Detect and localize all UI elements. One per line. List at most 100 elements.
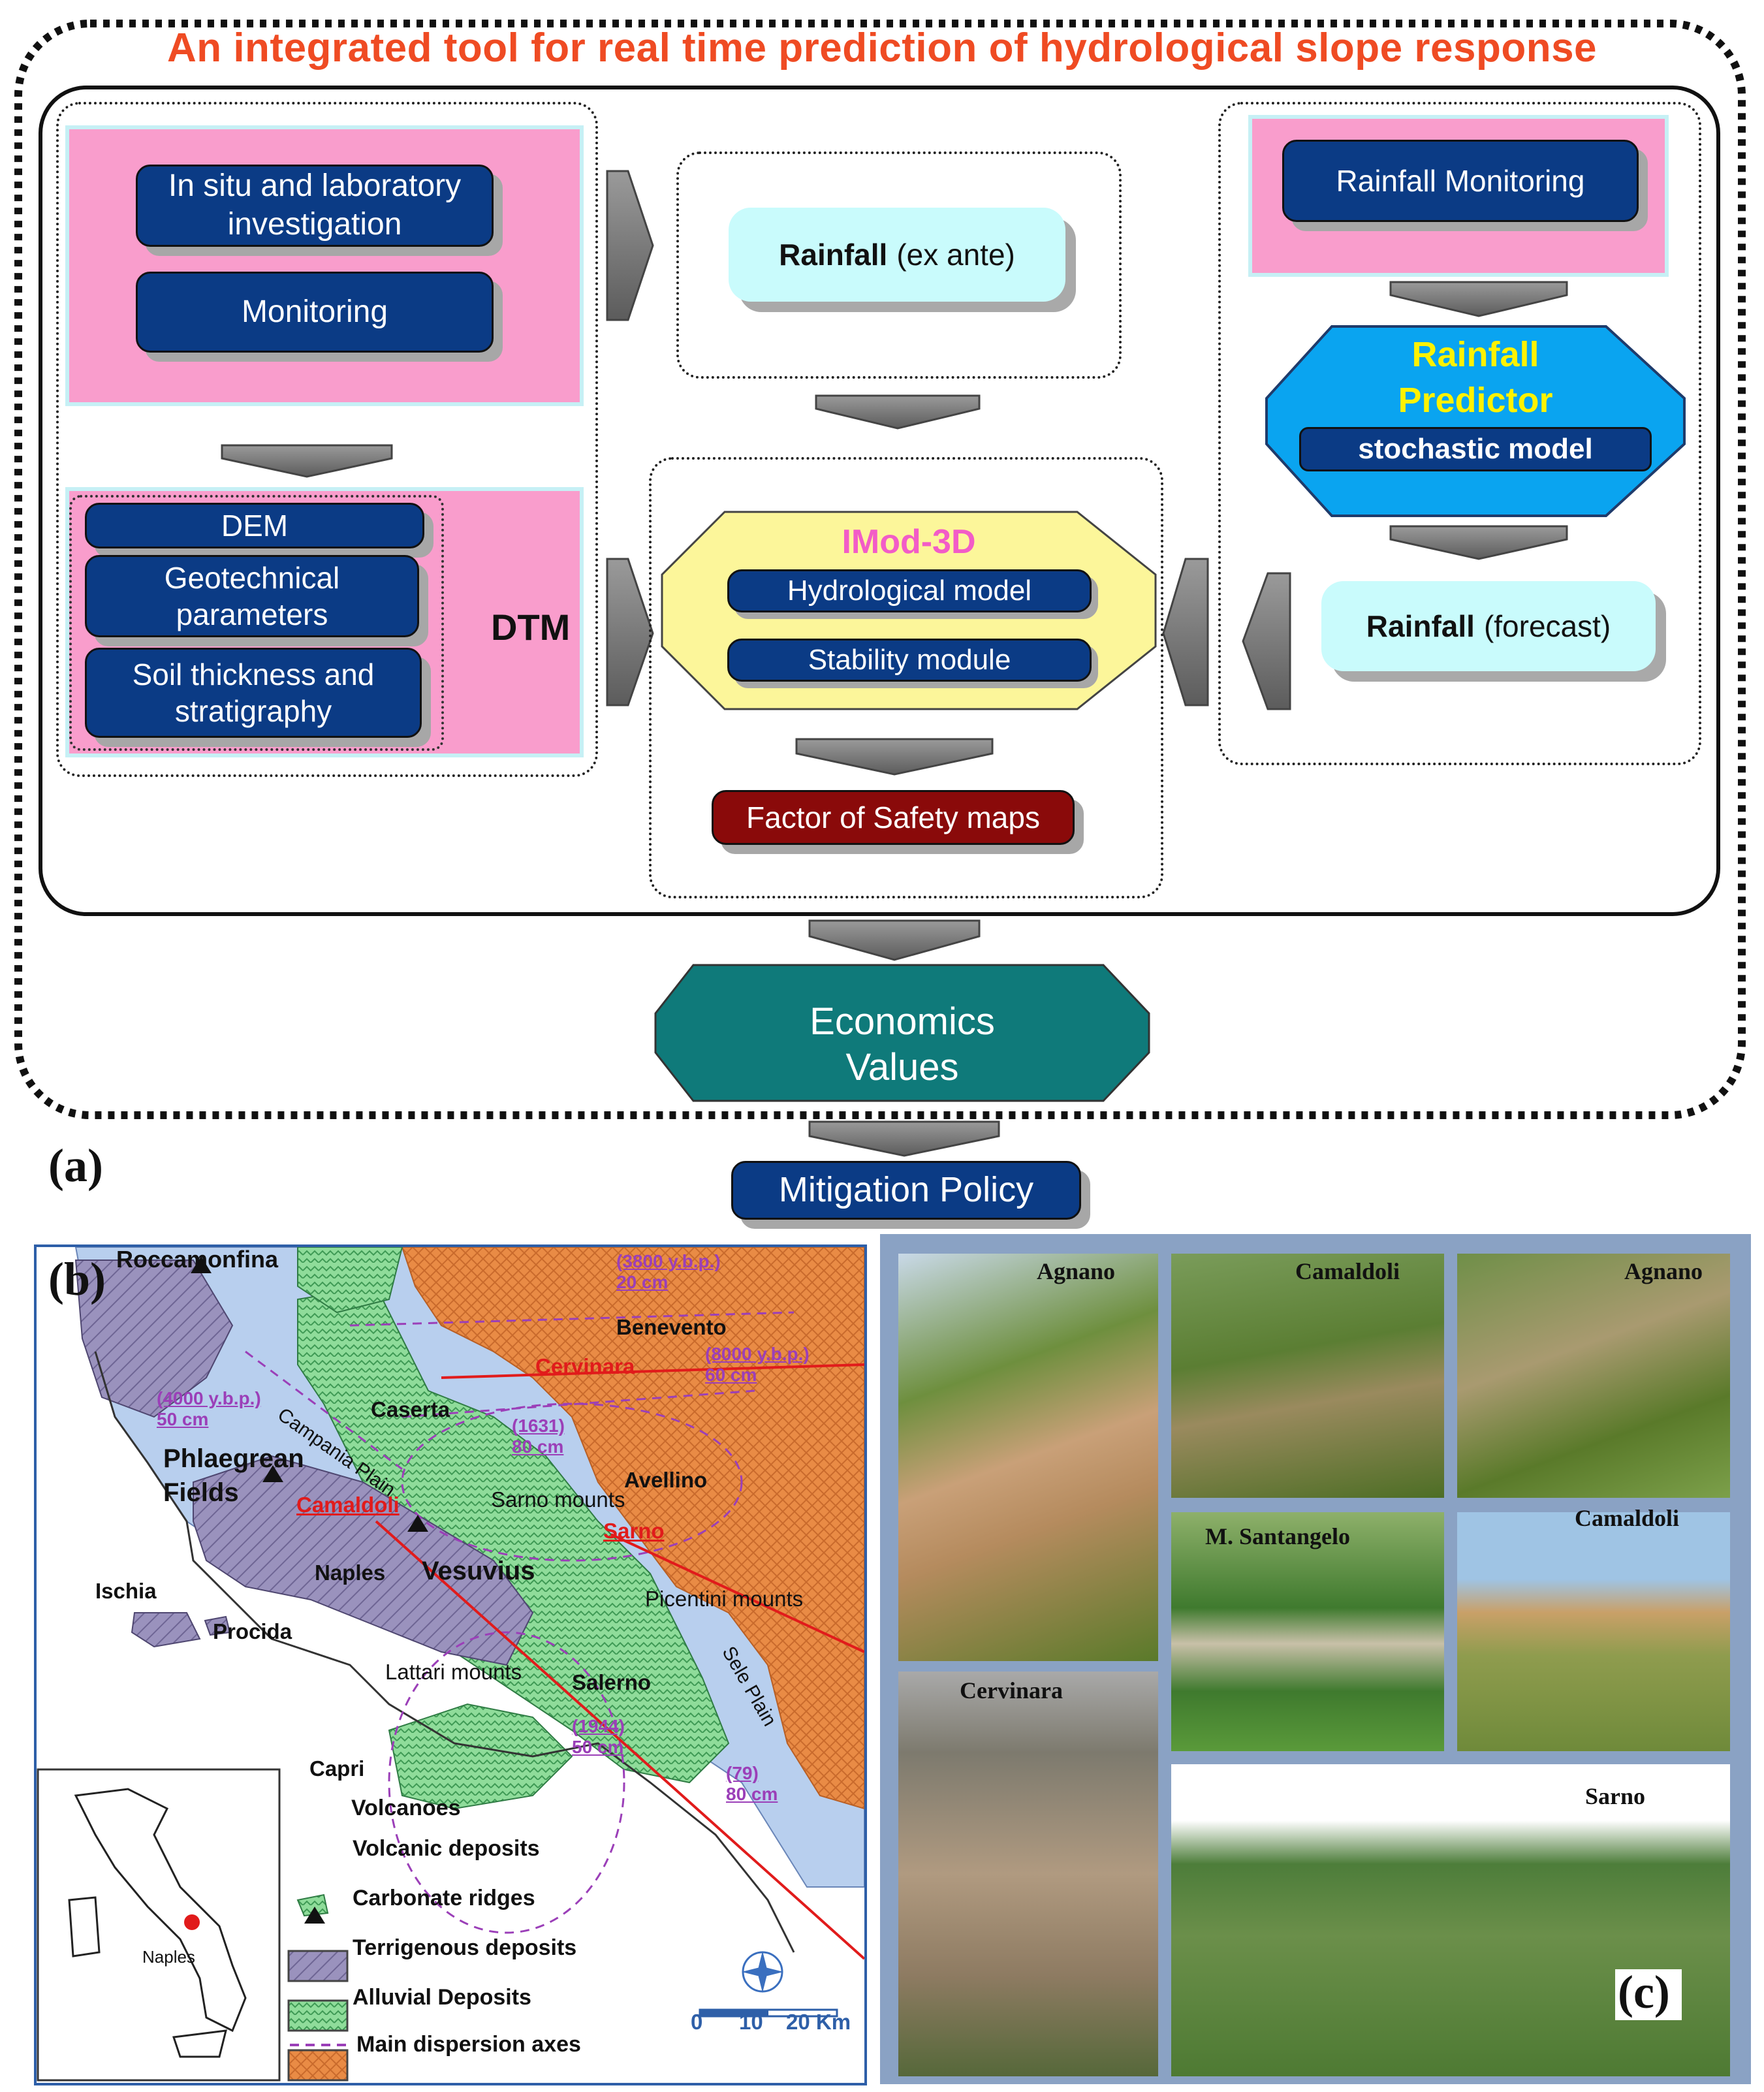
caption-agnano-1: Agnano bbox=[1037, 1258, 1116, 1284]
stability-module-box: Stability module bbox=[727, 639, 1092, 682]
photo-santangelo bbox=[1171, 1512, 1444, 1751]
dispersion-axis-1 bbox=[349, 1311, 795, 1327]
eruption-79-thickness: 80 cm bbox=[726, 1784, 778, 1804]
outer-dashed-frame bbox=[14, 20, 1746, 1119]
rainfall-exante-group bbox=[676, 151, 1122, 379]
arrow-left-forecast bbox=[1242, 572, 1291, 710]
imod-title: IMod-3D bbox=[842, 523, 976, 561]
naples-inset-marker bbox=[184, 1914, 200, 1930]
legend-carbonate-ridges: Carbonate ridges bbox=[353, 1886, 535, 1910]
eruption-1631-thickness: 80 cm bbox=[512, 1436, 564, 1457]
arrow-down-left bbox=[221, 444, 393, 478]
eruption-1631-year: (1631) bbox=[512, 1416, 565, 1436]
label-ischia: Ischia bbox=[95, 1579, 157, 1603]
label-roccamonfina: Roccamonfina bbox=[116, 1246, 279, 1273]
arrow-down-rainfall-monitoring bbox=[1389, 281, 1568, 317]
caption-cervinara: Cervinara bbox=[960, 1677, 1063, 1704]
label-sarno: Sarno bbox=[603, 1519, 665, 1543]
diagram-title: An integrated tool for real time predict… bbox=[166, 25, 1598, 71]
scale-tick-10: 10 bbox=[739, 2010, 763, 2034]
label-cervinara: Cervinara bbox=[535, 1354, 635, 1378]
label-fields: Fields bbox=[163, 1478, 239, 1507]
italy-outline bbox=[74, 1788, 247, 2033]
eruption-4000-thickness: 50 cm bbox=[157, 1409, 209, 1429]
dtm-label: DTM bbox=[491, 607, 571, 648]
sardinia-outline bbox=[68, 1896, 101, 1957]
label-lattari: Lattari mounts bbox=[385, 1660, 522, 1684]
panel-a-label: (a) bbox=[48, 1139, 103, 1192]
economics-hexagon bbox=[654, 964, 1150, 1102]
economics-line2: Values bbox=[845, 1046, 959, 1088]
rainfall-forecast-box: Rainfall (forecast) bbox=[1321, 581, 1656, 671]
right-group bbox=[1218, 102, 1701, 765]
eruption-4000-year: (4000 y.b.p.) bbox=[157, 1388, 261, 1408]
economics-values: Economics Values bbox=[655, 999, 1149, 1090]
arrow-down-mitigation bbox=[808, 1120, 1000, 1157]
geological-map bbox=[37, 1247, 864, 2083]
ischia-island bbox=[131, 1612, 201, 1648]
eruption-3800-thickness: 20 cm bbox=[616, 1272, 669, 1292]
panel-c-label-bg bbox=[1615, 1969, 1682, 2020]
label-vesuvius: Vesuvius bbox=[422, 1557, 535, 1585]
rainfall-forecast-rest: (forecast) bbox=[1483, 609, 1611, 643]
eruption-3800-year: (3800 y.b.p.) bbox=[616, 1251, 721, 1271]
dtm-inner-group bbox=[69, 495, 444, 751]
monitoring-box: Monitoring bbox=[136, 272, 494, 353]
factor-of-safety-box: Factor of Safety maps bbox=[712, 790, 1075, 845]
label-camaldoli: Camaldoli bbox=[296, 1493, 400, 1517]
scale-tick-20: 20 Km bbox=[786, 2010, 851, 2034]
caption-agnano-2: Agnano bbox=[1624, 1258, 1703, 1284]
label-sarno-mounts: Sarno mounts bbox=[491, 1487, 625, 1512]
eruption-3800: (3800 y.b.p.) 20 cm bbox=[616, 1251, 721, 1293]
legend-volcanic-deposits: Volcanic deposits bbox=[353, 1836, 540, 1861]
legend-dispersion-line bbox=[290, 2044, 350, 2046]
geotechnical-box: Geotechnical parameters bbox=[85, 555, 419, 637]
arrow-right-dtm bbox=[606, 558, 654, 706]
stochastic-model-box: stochastic model bbox=[1299, 427, 1652, 471]
photo-cervinara bbox=[898, 1672, 1158, 2076]
predictor-line1: Rainfall bbox=[1411, 335, 1539, 374]
procida-island bbox=[204, 1615, 231, 1636]
line-cervinara bbox=[441, 1363, 864, 1379]
rainfall-exante-bold: Rainfall bbox=[779, 238, 888, 272]
legend-terrigenous: Terrigenous deposits bbox=[353, 1935, 577, 1960]
arrow-down-rainfall-exante bbox=[815, 394, 981, 430]
dispersion-axis-3 bbox=[402, 1389, 755, 1418]
volcano-icon bbox=[304, 1907, 325, 1924]
arrow-down-predictor bbox=[1389, 525, 1568, 560]
legend-alluvial: Alluvial Deposits bbox=[353, 1985, 531, 2010]
label-phlegrean: Phlaegrean bbox=[163, 1444, 304, 1473]
photo-camaldoli-2 bbox=[1457, 1512, 1730, 1751]
eruption-1944-thickness: 50 cm bbox=[572, 1737, 624, 1757]
photo-agnano-1 bbox=[898, 1254, 1158, 1661]
capri-island bbox=[296, 1894, 329, 1917]
rainfall-exante-rest: (ex ante) bbox=[896, 238, 1015, 272]
mitigation-policy-box: Mitigation Policy bbox=[731, 1161, 1081, 1220]
eruption-8000: (8000 y.b.p.) 60 cm bbox=[705, 1344, 810, 1386]
sicily-outline bbox=[172, 2029, 227, 2058]
soil-box: Soil thickness and stratigraphy bbox=[85, 648, 422, 738]
volcano-icon bbox=[407, 1515, 428, 1532]
dem-box: DEM bbox=[85, 503, 424, 548]
legend-swatches bbox=[287, 1950, 349, 2082]
eruption-79-year: (79) bbox=[726, 1763, 759, 1783]
legend-dispersion-axes: Main dispersion axes bbox=[356, 2032, 581, 2057]
dispersion-ellipse-1944 bbox=[388, 1631, 625, 1934]
eruption-1631: (1631) 80 cm bbox=[512, 1416, 565, 1457]
label-salerno: Salerno bbox=[572, 1670, 652, 1694]
rainfall-forecast-bold: Rainfall bbox=[1366, 609, 1475, 643]
eruption-79: (79) 80 cm bbox=[726, 1763, 778, 1805]
dispersion-ellipse-1631 bbox=[401, 1403, 743, 1562]
investigation-box: In situ and laboratory investigation bbox=[136, 165, 494, 247]
scale-tick-0: 0 bbox=[691, 2010, 703, 2034]
rainfall-monitoring-box: Rainfall Monitoring bbox=[1282, 140, 1639, 222]
eruption-8000-thickness: 60 cm bbox=[705, 1365, 757, 1385]
label-avellino: Avellino bbox=[624, 1468, 708, 1492]
arrow-down-imod bbox=[795, 738, 994, 776]
caption-sarno: Sarno bbox=[1585, 1783, 1646, 1809]
photo-camaldoli-1 bbox=[1171, 1254, 1444, 1498]
phlegrean-vesuvius-volcanic bbox=[193, 1455, 534, 1666]
photo-agnano-2 bbox=[1457, 1254, 1730, 1498]
volcano-icon bbox=[191, 1256, 212, 1273]
inner-frame bbox=[39, 86, 1720, 916]
